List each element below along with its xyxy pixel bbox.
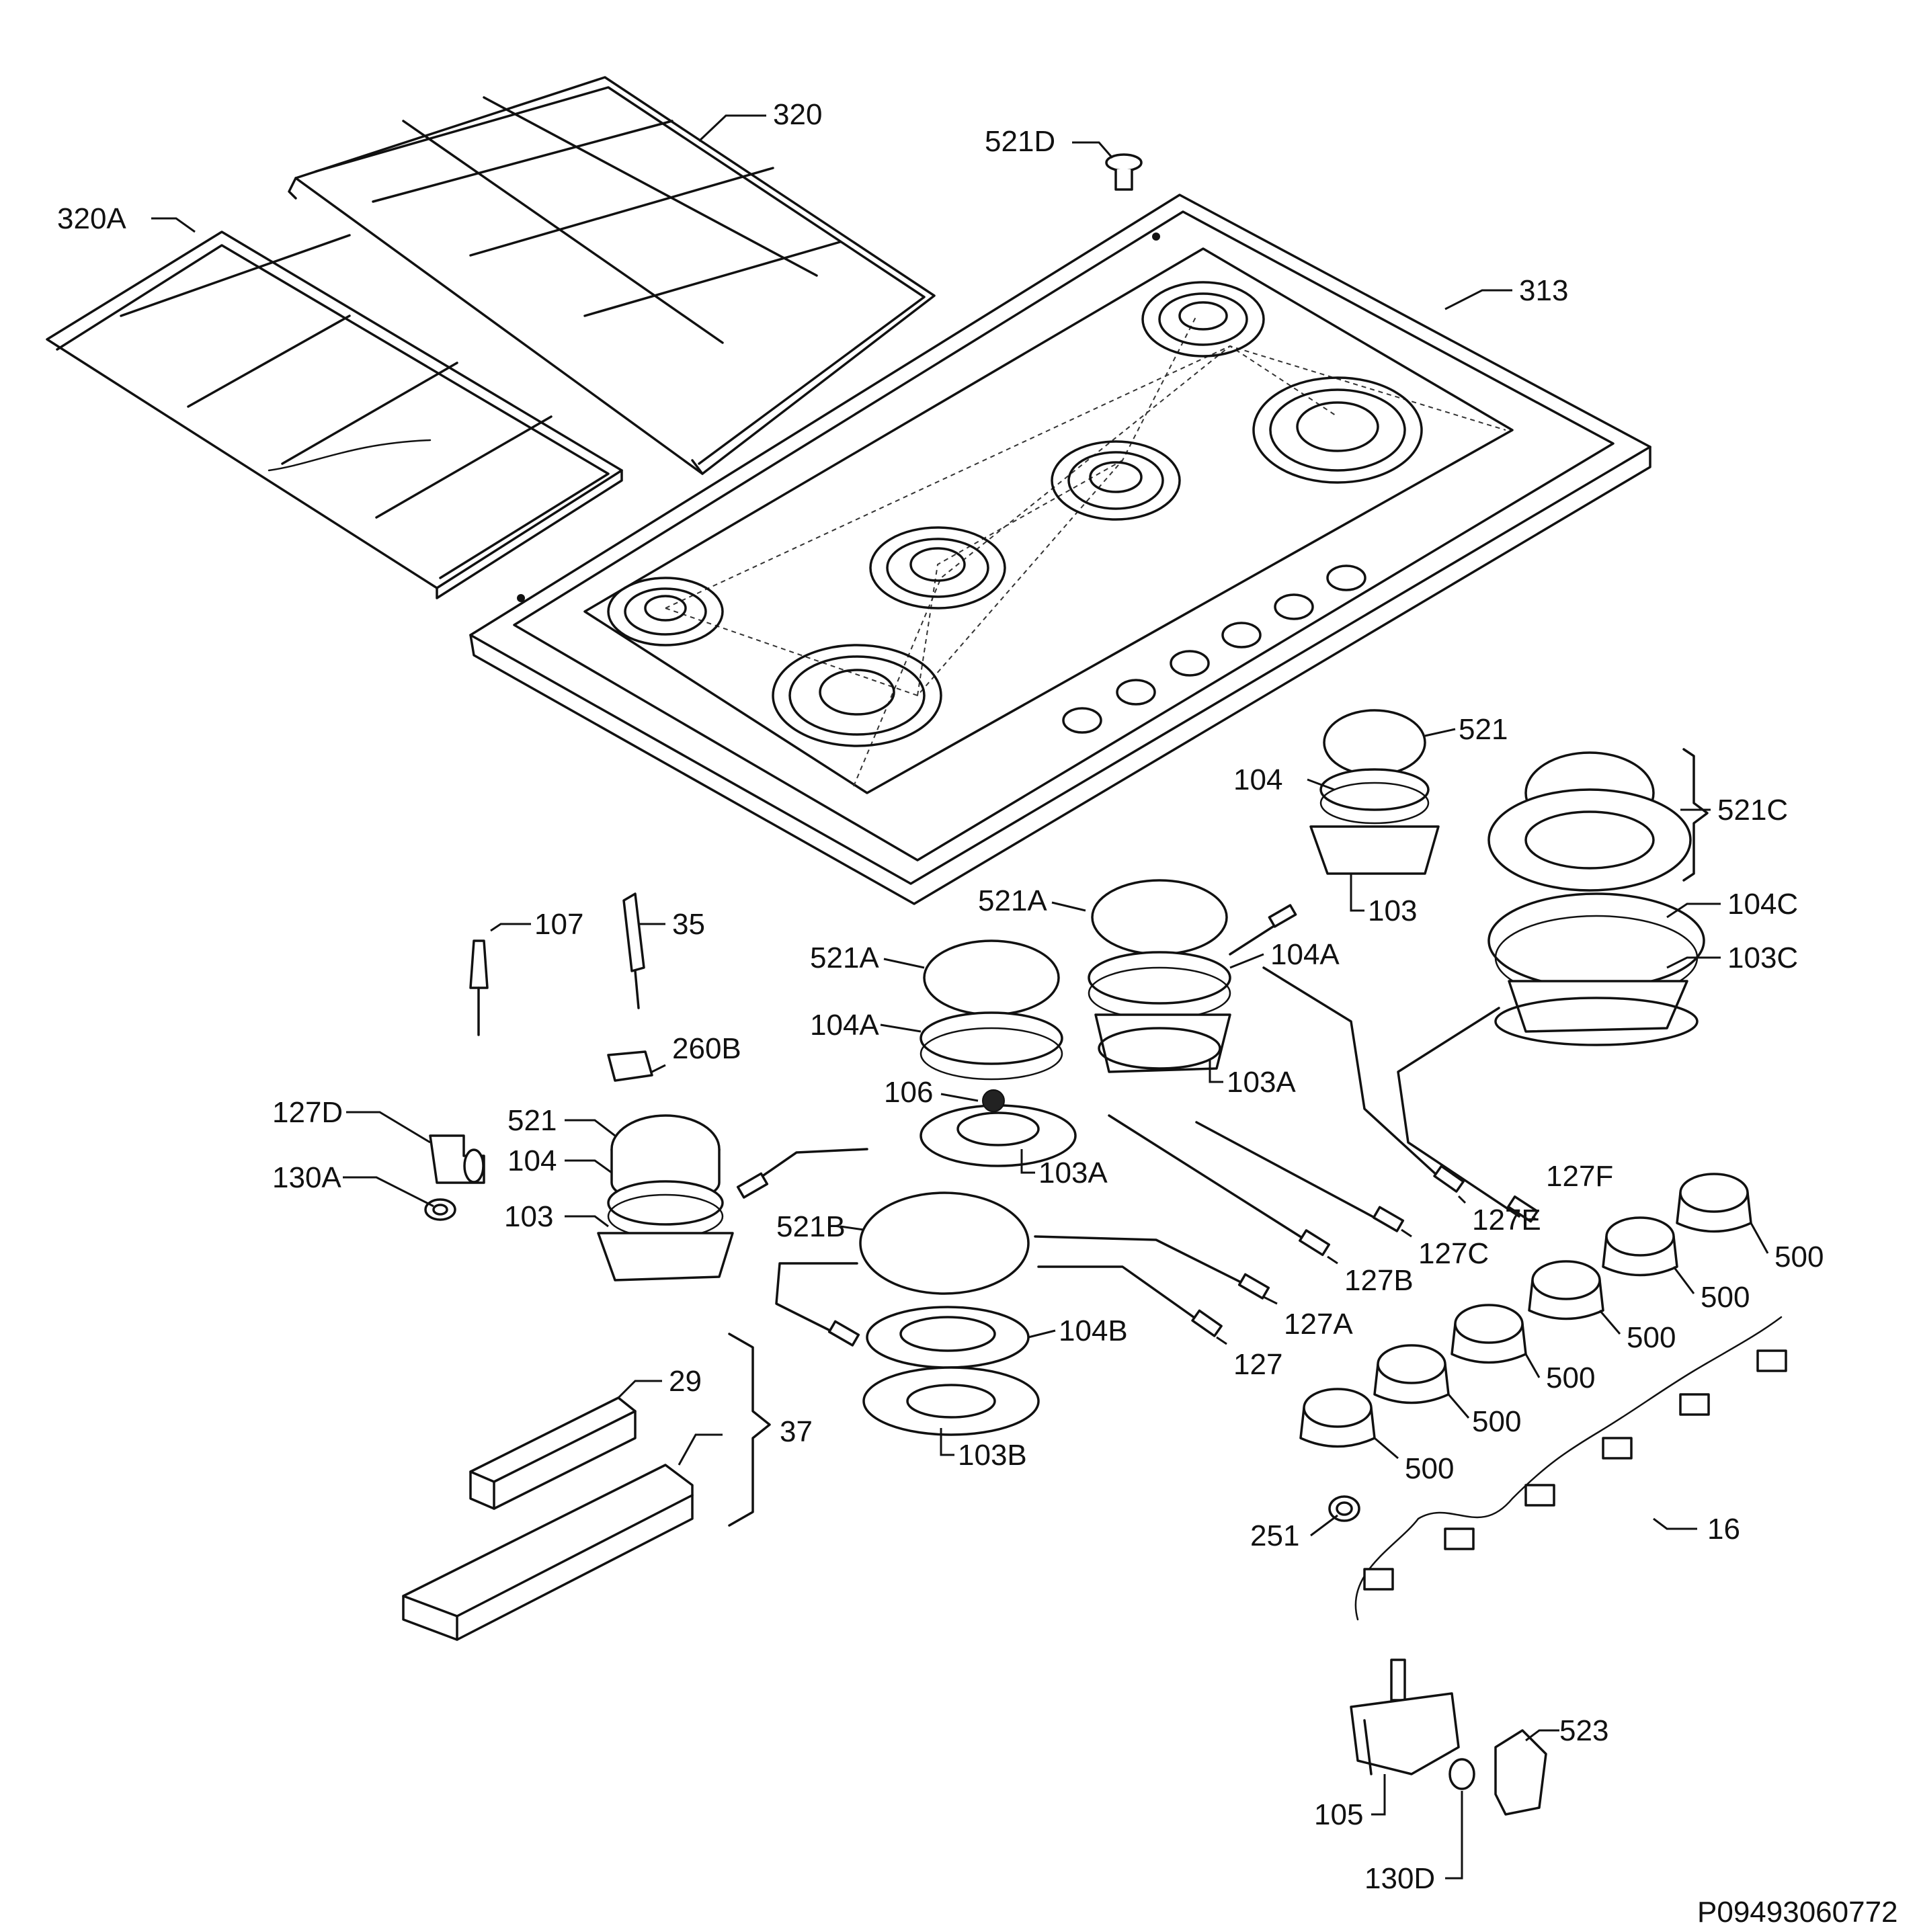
label-103c: 103C bbox=[1727, 941, 1798, 974]
label-500-2: 500 bbox=[1701, 1281, 1750, 1314]
label-127c: 127C bbox=[1418, 1237, 1489, 1270]
label-500-6: 500 bbox=[1405, 1452, 1454, 1485]
label-35: 35 bbox=[672, 908, 705, 941]
gas-pipes bbox=[736, 904, 1539, 1347]
knob-holes bbox=[1062, 564, 1366, 734]
thermocouple-107 bbox=[469, 939, 489, 1036]
label-104a-left: 104A bbox=[810, 1009, 879, 1042]
label-500-3: 500 bbox=[1627, 1321, 1676, 1354]
label-103a-left: 103A bbox=[1038, 1157, 1108, 1189]
clip-260b bbox=[607, 1050, 653, 1082]
gas-tap-105 bbox=[1350, 1658, 1460, 1775]
screw-521d bbox=[1105, 153, 1143, 191]
hob-burner-center bbox=[869, 526, 1006, 610]
brace-37 bbox=[728, 1333, 771, 1527]
label-130d: 130D bbox=[1364, 1862, 1435, 1895]
label-521a-right: 521A bbox=[978, 884, 1047, 917]
label-313: 313 bbox=[1519, 274, 1568, 307]
washer-130d bbox=[1448, 1758, 1475, 1790]
label-260b: 260B bbox=[672, 1032, 741, 1065]
knob-500-d bbox=[1528, 1260, 1604, 1320]
label-103-left: 103 bbox=[504, 1200, 553, 1233]
label-320: 320 bbox=[773, 98, 822, 131]
label-104-top: 104 bbox=[1233, 763, 1282, 796]
label-127: 127 bbox=[1233, 1348, 1282, 1381]
pan-support-320 bbox=[288, 76, 936, 475]
hob-burner-center-right bbox=[1051, 440, 1181, 521]
knob-500-c bbox=[1451, 1304, 1527, 1364]
label-37: 37 bbox=[780, 1415, 813, 1448]
label-130a: 130A bbox=[272, 1161, 341, 1194]
label-320a: 320A bbox=[57, 202, 126, 235]
hob-burner-small-left bbox=[607, 577, 724, 646]
label-500-5: 500 bbox=[1472, 1405, 1521, 1438]
label-251: 251 bbox=[1250, 1519, 1299, 1552]
label-104a-right: 104A bbox=[1270, 938, 1340, 971]
document-code: P09493060772 bbox=[1697, 1896, 1898, 1929]
label-521b: 521B bbox=[776, 1210, 846, 1243]
burner-assembly-center-right bbox=[1088, 879, 1231, 1073]
label-127b: 127B bbox=[1344, 1264, 1414, 1297]
label-500-1: 500 bbox=[1774, 1241, 1824, 1273]
ignition-generator-37 bbox=[402, 1464, 694, 1641]
burner-assembly-center-left bbox=[920, 939, 1077, 1167]
label-104b: 104B bbox=[1059, 1314, 1128, 1347]
knob-500-e bbox=[1602, 1216, 1678, 1277]
label-29: 29 bbox=[669, 1365, 702, 1398]
burner-assembly-top bbox=[1309, 709, 1440, 875]
label-104c: 104C bbox=[1727, 888, 1798, 921]
ignition-electrode-35 bbox=[622, 892, 645, 1009]
label-105: 105 bbox=[1314, 1798, 1363, 1831]
control-knobs-500 bbox=[1299, 1173, 1752, 1448]
hob-burner-top-right bbox=[1141, 281, 1265, 358]
burner-assembly-right bbox=[1487, 751, 1705, 1046]
label-103-top: 103 bbox=[1368, 894, 1417, 927]
label-106: 106 bbox=[884, 1076, 933, 1109]
pan-support-320a bbox=[46, 230, 623, 599]
label-127f: 127F bbox=[1546, 1160, 1613, 1193]
label-521-top: 521 bbox=[1459, 713, 1508, 746]
bracket-521c bbox=[1682, 748, 1709, 882]
leader-lines bbox=[151, 114, 1769, 1880]
knob-500-f bbox=[1676, 1173, 1752, 1233]
label-104-left: 104 bbox=[507, 1144, 557, 1177]
label-127a: 127A bbox=[1284, 1308, 1353, 1341]
label-523: 523 bbox=[1559, 1714, 1608, 1747]
label-107: 107 bbox=[534, 908, 583, 941]
hob-top-313 bbox=[469, 194, 1651, 905]
label-521c: 521C bbox=[1717, 794, 1788, 827]
label-16: 16 bbox=[1707, 1513, 1740, 1546]
burner-assembly-bottom bbox=[859, 1191, 1040, 1436]
elbow-127d bbox=[429, 1134, 485, 1184]
knob-500-b bbox=[1373, 1344, 1450, 1404]
label-521-left: 521 bbox=[507, 1104, 557, 1137]
part-labels: 320 521D 320A 313 521 104 521C 103 104C … bbox=[57, 98, 1898, 1929]
bracket-523 bbox=[1494, 1729, 1547, 1816]
hob-burner-large-right bbox=[1252, 376, 1423, 484]
washer-130a bbox=[424, 1198, 456, 1221]
label-127d: 127D bbox=[272, 1096, 343, 1129]
label-500-4: 500 bbox=[1546, 1361, 1595, 1394]
knob-500-a bbox=[1299, 1388, 1376, 1448]
burner-assembly-left bbox=[597, 1114, 734, 1282]
hob-burner-large-left bbox=[772, 644, 942, 747]
label-521d: 521D bbox=[985, 125, 1055, 158]
label-103b: 103B bbox=[958, 1439, 1027, 1472]
label-127e: 127E bbox=[1472, 1204, 1541, 1236]
microswitch-harness-16 bbox=[1354, 1316, 1787, 1621]
label-521a-left: 521A bbox=[810, 941, 879, 974]
label-103a-right: 103A bbox=[1227, 1066, 1296, 1099]
